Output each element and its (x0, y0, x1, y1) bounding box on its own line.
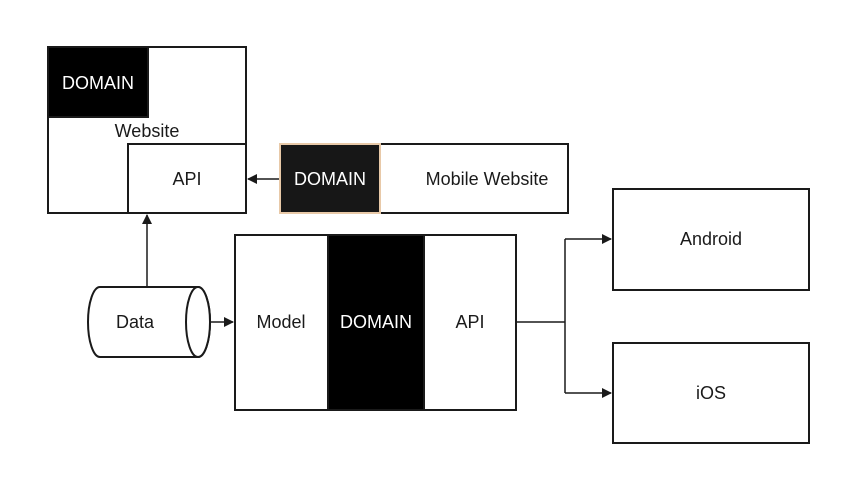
ios-block: iOS (612, 342, 810, 444)
backend-to-clients-connector (516, 234, 612, 398)
backend-api-label: API (455, 312, 484, 332)
android-label: Android (680, 229, 742, 249)
backend-model-label: Model (256, 312, 305, 332)
website-block: DOMAIN Website API (47, 46, 247, 214)
website-title: Website (115, 121, 180, 141)
backend-domain-box (327, 234, 425, 411)
mobile-website-block: DOMAIN Mobile Website (279, 143, 569, 214)
data-store: Data (87, 286, 211, 358)
mobile-website-title: Mobile Website (426, 169, 549, 189)
backend-block: Model DOMAIN API (234, 234, 517, 411)
website-api-box (127, 143, 247, 214)
backend-domain-label: DOMAIN (340, 312, 412, 332)
ios-label: iOS (696, 383, 726, 403)
mobile-domain-label: DOMAIN (294, 169, 366, 189)
data-label: Data (116, 312, 155, 332)
website-domain-box (47, 46, 149, 118)
android-block: Android (612, 188, 810, 291)
mobile-domain-box (279, 143, 381, 214)
website-api-label: API (172, 169, 201, 189)
website-domain-label: DOMAIN (62, 73, 134, 93)
